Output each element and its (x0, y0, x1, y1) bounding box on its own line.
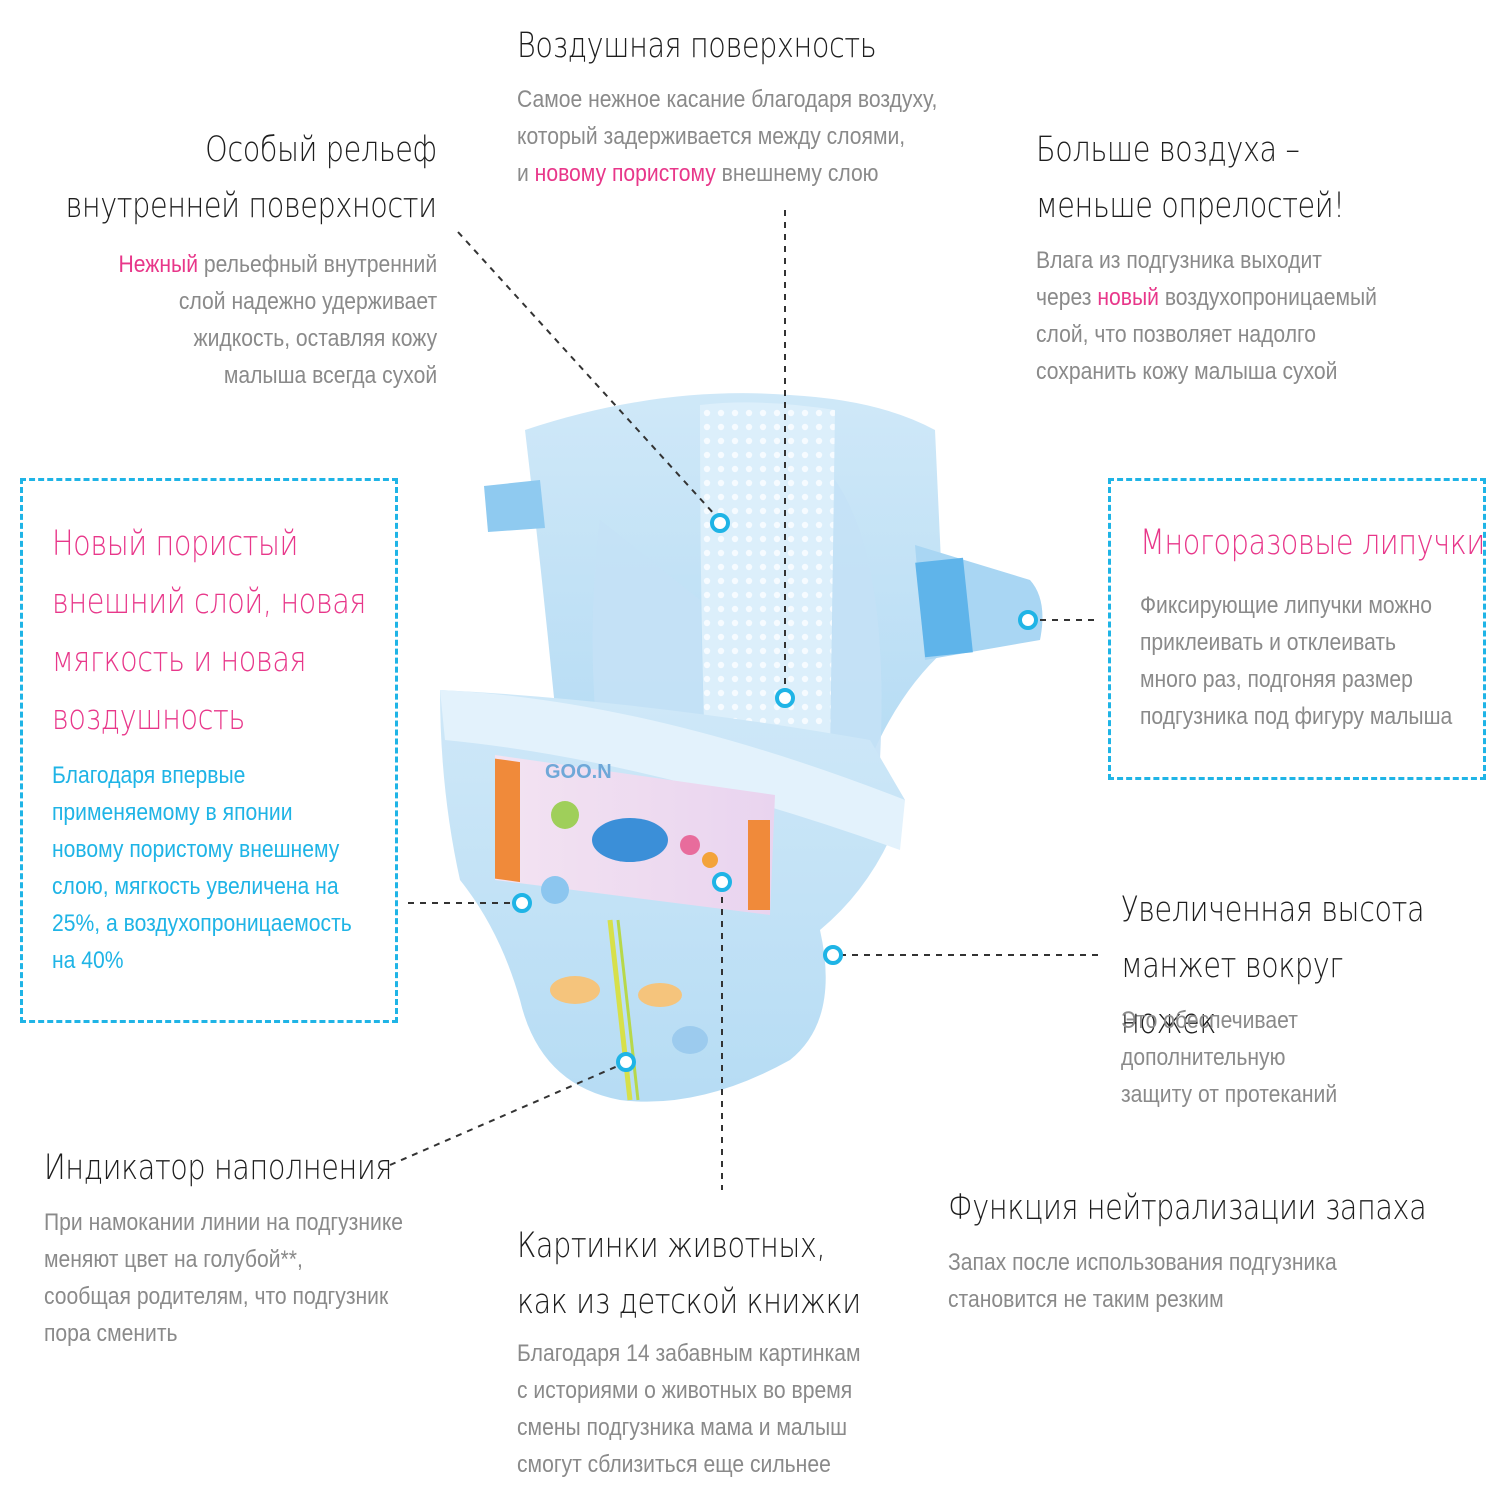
cuffs-desc: Это обеспечивает дополнительную защиту о… (1121, 1007, 1338, 1108)
indicator-leader (389, 1064, 621, 1166)
brand-print: GOO.N (545, 761, 612, 783)
indicator-title: Индикатор наполнения (44, 1148, 392, 1188)
odor-title: Функция нейтрализации запаха (948, 1188, 1427, 1228)
marker-cuffs (823, 945, 843, 965)
left-tab (484, 480, 545, 532)
odor-desc: Запах после использования подгузника ста… (948, 1249, 1337, 1313)
porous-title: Новый пористый внешний слой, новая мягко… (52, 524, 366, 738)
pictures-title: Картинки животных, как из детской книжки (517, 1226, 861, 1322)
print-blob (672, 1026, 708, 1054)
marker-velcro (1018, 610, 1038, 630)
more-air-title: Больше воздуха – меньше опрелостей! (1036, 130, 1345, 226)
velcro-patch (915, 557, 973, 658)
velcro-title: Многоразовые липучки (1140, 523, 1485, 563)
print-dot (551, 801, 579, 829)
left-leg-fold (592, 520, 705, 760)
indicator-desc: При намокании линии на подгузнике меняют… (44, 1209, 404, 1347)
marker-porous (512, 893, 532, 913)
right-leg-fold (830, 480, 882, 760)
marker-air-surface (775, 688, 795, 708)
air-surface-title: Воздушная поверхность (517, 26, 877, 66)
relief-title: Особый рельеф внутренней поверхности (65, 130, 438, 226)
band-end-left (495, 758, 520, 883)
pictures-desc: Благодаря 14 забавным картинкам с истори… (517, 1340, 861, 1478)
print-blob (550, 976, 600, 1004)
hippo-print (592, 818, 668, 862)
print-dot (702, 852, 718, 868)
marker-relief (710, 513, 730, 533)
relief-desc: Нежный рельефный внутренний слой надежно… (118, 251, 437, 389)
porous-highlight-box (20, 478, 398, 1023)
marker-pictures (712, 872, 732, 892)
velcro-desc: Фиксирующие липучки можно приклеивать и … (1140, 592, 1453, 730)
cuffs-title: Увеличенная высота манжет вокруг ножек (1121, 890, 1425, 1042)
air-surface-desc: Самое нежное касание благодаря воздуху, … (517, 86, 938, 187)
marker-indicator (616, 1052, 636, 1072)
print-dot (680, 835, 700, 855)
waistband (440, 690, 905, 850)
more-air-desc: Влага из подгузника выходит через новый … (1036, 247, 1377, 385)
porous-desc: Благодаря впервые применяемому в японии … (52, 762, 352, 974)
print-dot (541, 876, 569, 904)
band-end-right (748, 820, 770, 910)
relief-leader (457, 231, 716, 516)
inner-relief-strip (700, 402, 835, 760)
velcro-highlight-box (1108, 478, 1486, 780)
print-blob (638, 983, 682, 1007)
